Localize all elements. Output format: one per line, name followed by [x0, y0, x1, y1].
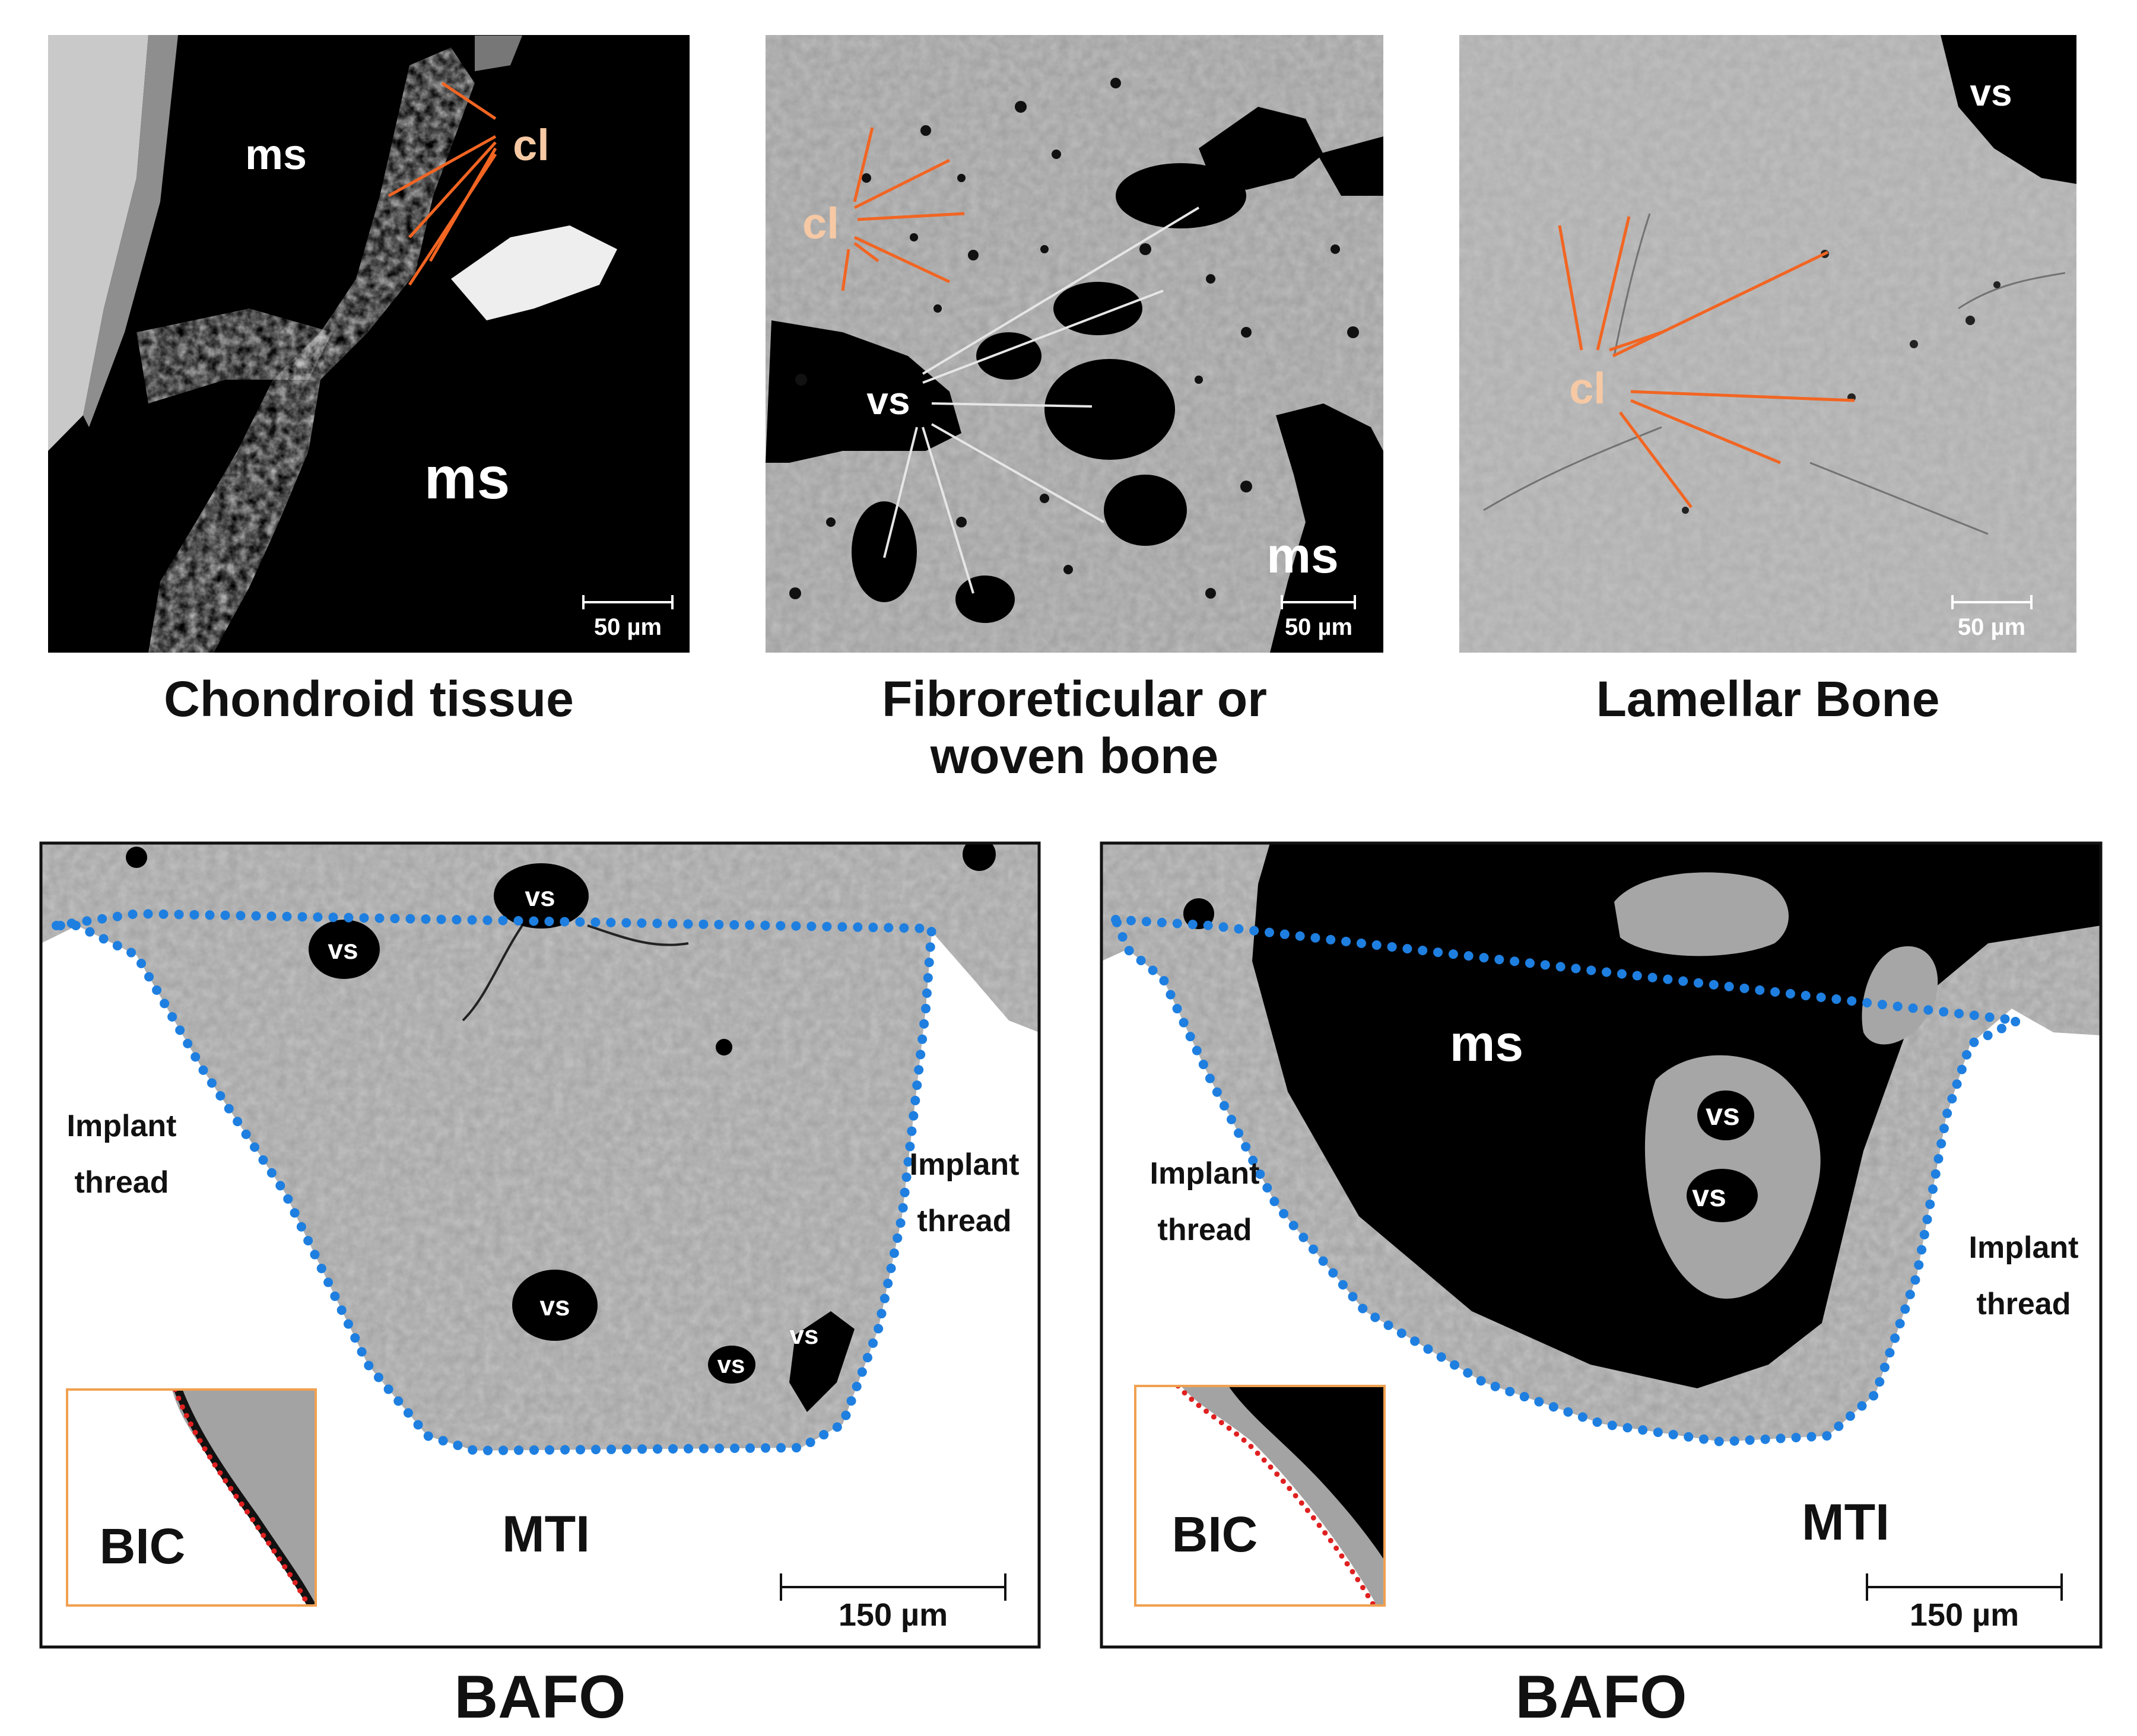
caption-bafo-left-text: BAFO	[454, 1663, 626, 1731]
caption-chondroid: Chondroid tissue	[48, 670, 690, 727]
bafo-right-vs-label-2: vs	[1692, 1179, 1726, 1213]
bafo-right-implant-right-2: thread	[1977, 1287, 2071, 1321]
caption-bafo-right: BAFO	[1101, 1664, 2101, 1729]
lamellar-cell-lines	[1558, 216, 1855, 508]
lamellar-scalebar-label: 50 µm	[1958, 614, 2025, 640]
chondroid-left-band	[48, 35, 148, 451]
bafo-right-bone-island-top	[1614, 872, 1789, 956]
caption-woven-line1: Fibroreticular or	[882, 671, 1267, 727]
chondroid-scalebar: 50 µm	[582, 595, 674, 640]
bafo-right-vs-label-1: vs	[1706, 1098, 1740, 1132]
caption-lamellar: Lamellar Bone	[1459, 670, 2076, 727]
woven-vs-label: vs	[866, 379, 910, 422]
panel-bafo-left	[39, 841, 1041, 1649]
chondroid-cl-label: cl	[513, 120, 550, 170]
woven-cell-lines	[841, 127, 965, 291]
bafo-left-bic-inset	[66, 1388, 317, 1607]
bafo-right-implant-right-1: Implant	[1969, 1231, 2079, 1265]
bafo-right-scalebar: 150 µm	[1866, 1573, 2063, 1633]
bafo-right-implant-left-2: thread	[1158, 1213, 1252, 1247]
bafo-right-implant-left-1: Implant	[1150, 1156, 1260, 1191]
bafo-left-vs-label-1: vs	[525, 881, 555, 912]
lamellar-cl-label: cl	[1569, 364, 1606, 413]
bafo-left-vs-label-4: vs	[717, 1350, 745, 1378]
bafo-left-bic-label: BIC	[100, 1518, 186, 1574]
caption-bafo-right-text: BAFO	[1515, 1663, 1687, 1731]
woven-lacunae	[789, 78, 1359, 599]
bafo-left-implant-right-2: thread	[917, 1204, 1012, 1238]
woven-scalebar-label: 50 µm	[1285, 614, 1352, 640]
bafo-right-bic-label: BIC	[1172, 1506, 1258, 1562]
bafo-right-bic-inset	[1134, 1385, 1386, 1607]
woven-scalebar: 50 µm	[1281, 595, 1356, 640]
panel-woven	[766, 35, 1383, 653]
bafo-left-mti-label: MTI	[502, 1506, 590, 1563]
caption-woven: Fibroreticular or woven bone	[766, 670, 1383, 784]
lamellar-scalebar: 50 µm	[1951, 595, 2033, 640]
panel-lamellar	[1459, 35, 2076, 653]
lamellar-vessel	[1941, 35, 2076, 184]
bafo-right-roi-dots	[1111, 915, 2034, 1447]
bafo-left-vs-label-3: vs	[539, 1290, 570, 1321]
bafo-left-vs-label-2: vs	[328, 934, 358, 965]
bafo-left-roi-dots	[52, 908, 937, 1456]
caption-chondroid-text: Chondroid tissue	[164, 671, 574, 727]
panel-bafo-right	[1100, 841, 2103, 1649]
bafo-right-scalebar-label: 150 µm	[1910, 1597, 2019, 1633]
woven-ms-label: ms	[1266, 527, 1338, 583]
chondroid-scalebar-label: 50 µm	[594, 614, 662, 640]
bafo-right-ms-label: ms	[1450, 1015, 1523, 1072]
woven-cl-label: cl	[802, 199, 839, 248]
panel-chondroid	[48, 35, 690, 653]
caption-bafo-left: BAFO	[41, 1664, 1039, 1729]
bafo-left-scalebar-label: 150 µm	[839, 1597, 948, 1633]
lamellar-vs-label: vs	[1970, 71, 2012, 114]
bafo-left-vs-label-5: vs	[790, 1321, 819, 1350]
bafo-left-implant-left-2: thread	[75, 1165, 169, 1200]
chondroid-ms-large-label: ms	[424, 445, 510, 511]
caption-lamellar-text: Lamellar Bone	[1596, 671, 1940, 727]
woven-vessel-lines	[883, 206, 1200, 594]
chondroid-cell-lines	[388, 81, 497, 286]
bafo-left-implant-right-1: Implant	[910, 1147, 1020, 1182]
chondroid-ms-small-label: ms	[245, 131, 307, 179]
bafo-right-mti-label: MTI	[1802, 1494, 1890, 1551]
bafo-left-implant-left-1: Implant	[67, 1109, 177, 1143]
caption-woven-line2: woven bone	[930, 728, 1219, 784]
bafo-left-scalebar: 150 µm	[780, 1573, 1006, 1633]
